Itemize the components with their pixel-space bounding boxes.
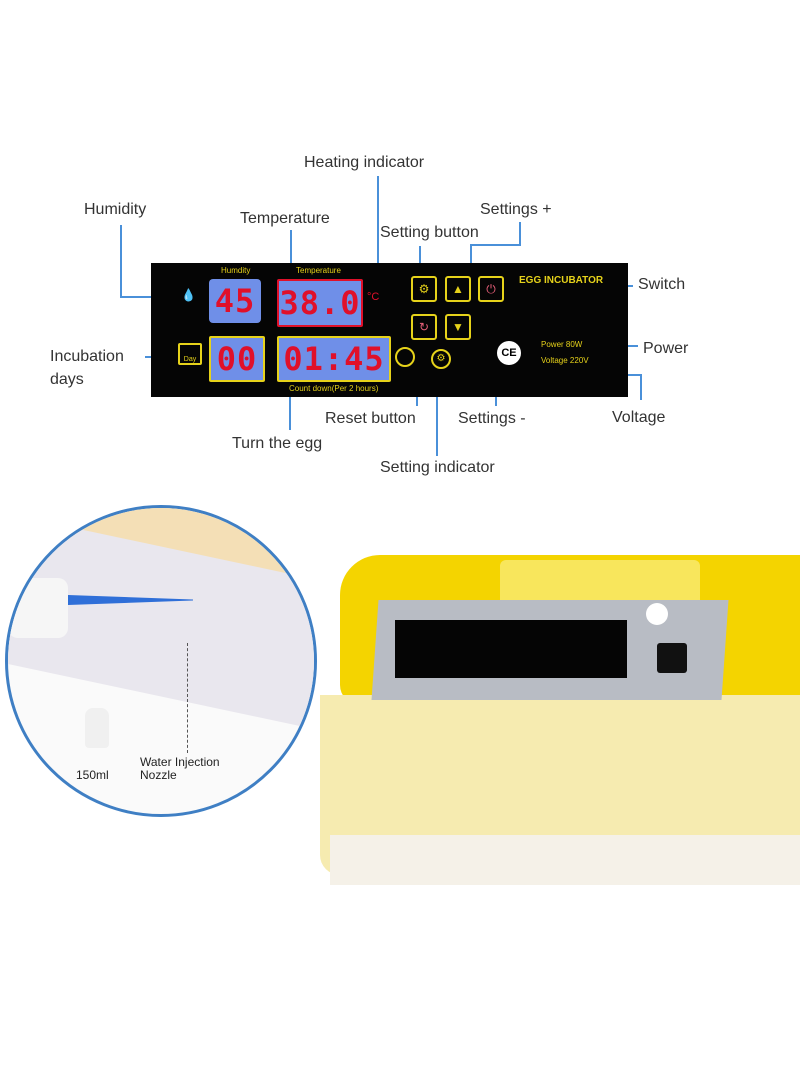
power-socket	[657, 643, 687, 673]
vent-icon	[646, 603, 668, 625]
label-temperature: Temperature	[240, 210, 330, 227]
label-turn-the-egg: Turn the egg	[232, 435, 323, 452]
incubator-photo	[300, 545, 800, 945]
nozzle-pointer-line	[187, 643, 188, 753]
bottle-volume-label: 150ml	[76, 768, 109, 782]
reset-button[interactable]: ↻	[411, 314, 437, 340]
control-panel-diagram: Humdity Temperature 💧 45 38.0 °C Day 00 …	[151, 263, 628, 397]
incubator-bottom	[330, 835, 800, 885]
label-setting-indicator: Setting indicator	[380, 459, 495, 476]
small-bottle-photo	[85, 708, 109, 748]
settings-plus-button[interactable]: ▲	[445, 276, 471, 302]
mini-control-panel	[395, 620, 627, 678]
humidity-caption: Humdity	[221, 266, 251, 275]
turn-egg-indicator-icon	[395, 347, 415, 367]
incubation-days-display: 00	[209, 336, 265, 382]
water-bottle-photo	[8, 578, 68, 638]
settings-minus-button[interactable]: ▼	[445, 314, 471, 340]
calendar-day-icon: Day	[178, 343, 202, 365]
label-heating-indicator: Heating indicator	[304, 154, 425, 171]
nozzle-label-line2: Nozzle	[140, 768, 177, 782]
ce-mark: CE	[497, 341, 521, 365]
voltage-text: Voltage 220V	[541, 356, 589, 365]
label-settings-minus: Settings -	[458, 410, 526, 427]
countdown-caption: Count down(Per 2 hours)	[289, 384, 379, 393]
humidity-icon: 💧	[181, 288, 196, 302]
setting-indicator-icon: ⚙	[431, 349, 451, 369]
humidity-display: 45	[209, 279, 261, 323]
heating-indicator-icon: °C	[367, 291, 380, 303]
switch-button[interactable]: ⏻	[478, 276, 504, 302]
temperature-display: 38.0	[277, 279, 363, 327]
label-humidity: Humidity	[84, 201, 147, 218]
day-icon-text: Day	[183, 356, 197, 363]
brand-text: EGG INCUBATOR	[519, 275, 604, 286]
temperature-caption: Temperature	[296, 266, 341, 275]
label-switch: Switch	[638, 276, 686, 293]
label-setting-button: Setting button	[380, 224, 479, 241]
countdown-display: 01:45	[277, 336, 391, 382]
label-settings-plus: Settings +	[480, 201, 552, 218]
setting-button[interactable]: ⚙	[411, 276, 437, 302]
bottle-nozzle-photo	[68, 595, 193, 605]
label-incubation-days-2: days	[50, 371, 84, 388]
nozzle-label-line1: Water Injection	[140, 755, 220, 769]
label-incubation-days: Incubation	[50, 348, 124, 365]
label-power: Power	[643, 340, 689, 357]
power-text: Power 80W	[541, 340, 583, 349]
label-voltage: Voltage	[612, 409, 666, 426]
label-reset-button: Reset button	[325, 410, 416, 427]
